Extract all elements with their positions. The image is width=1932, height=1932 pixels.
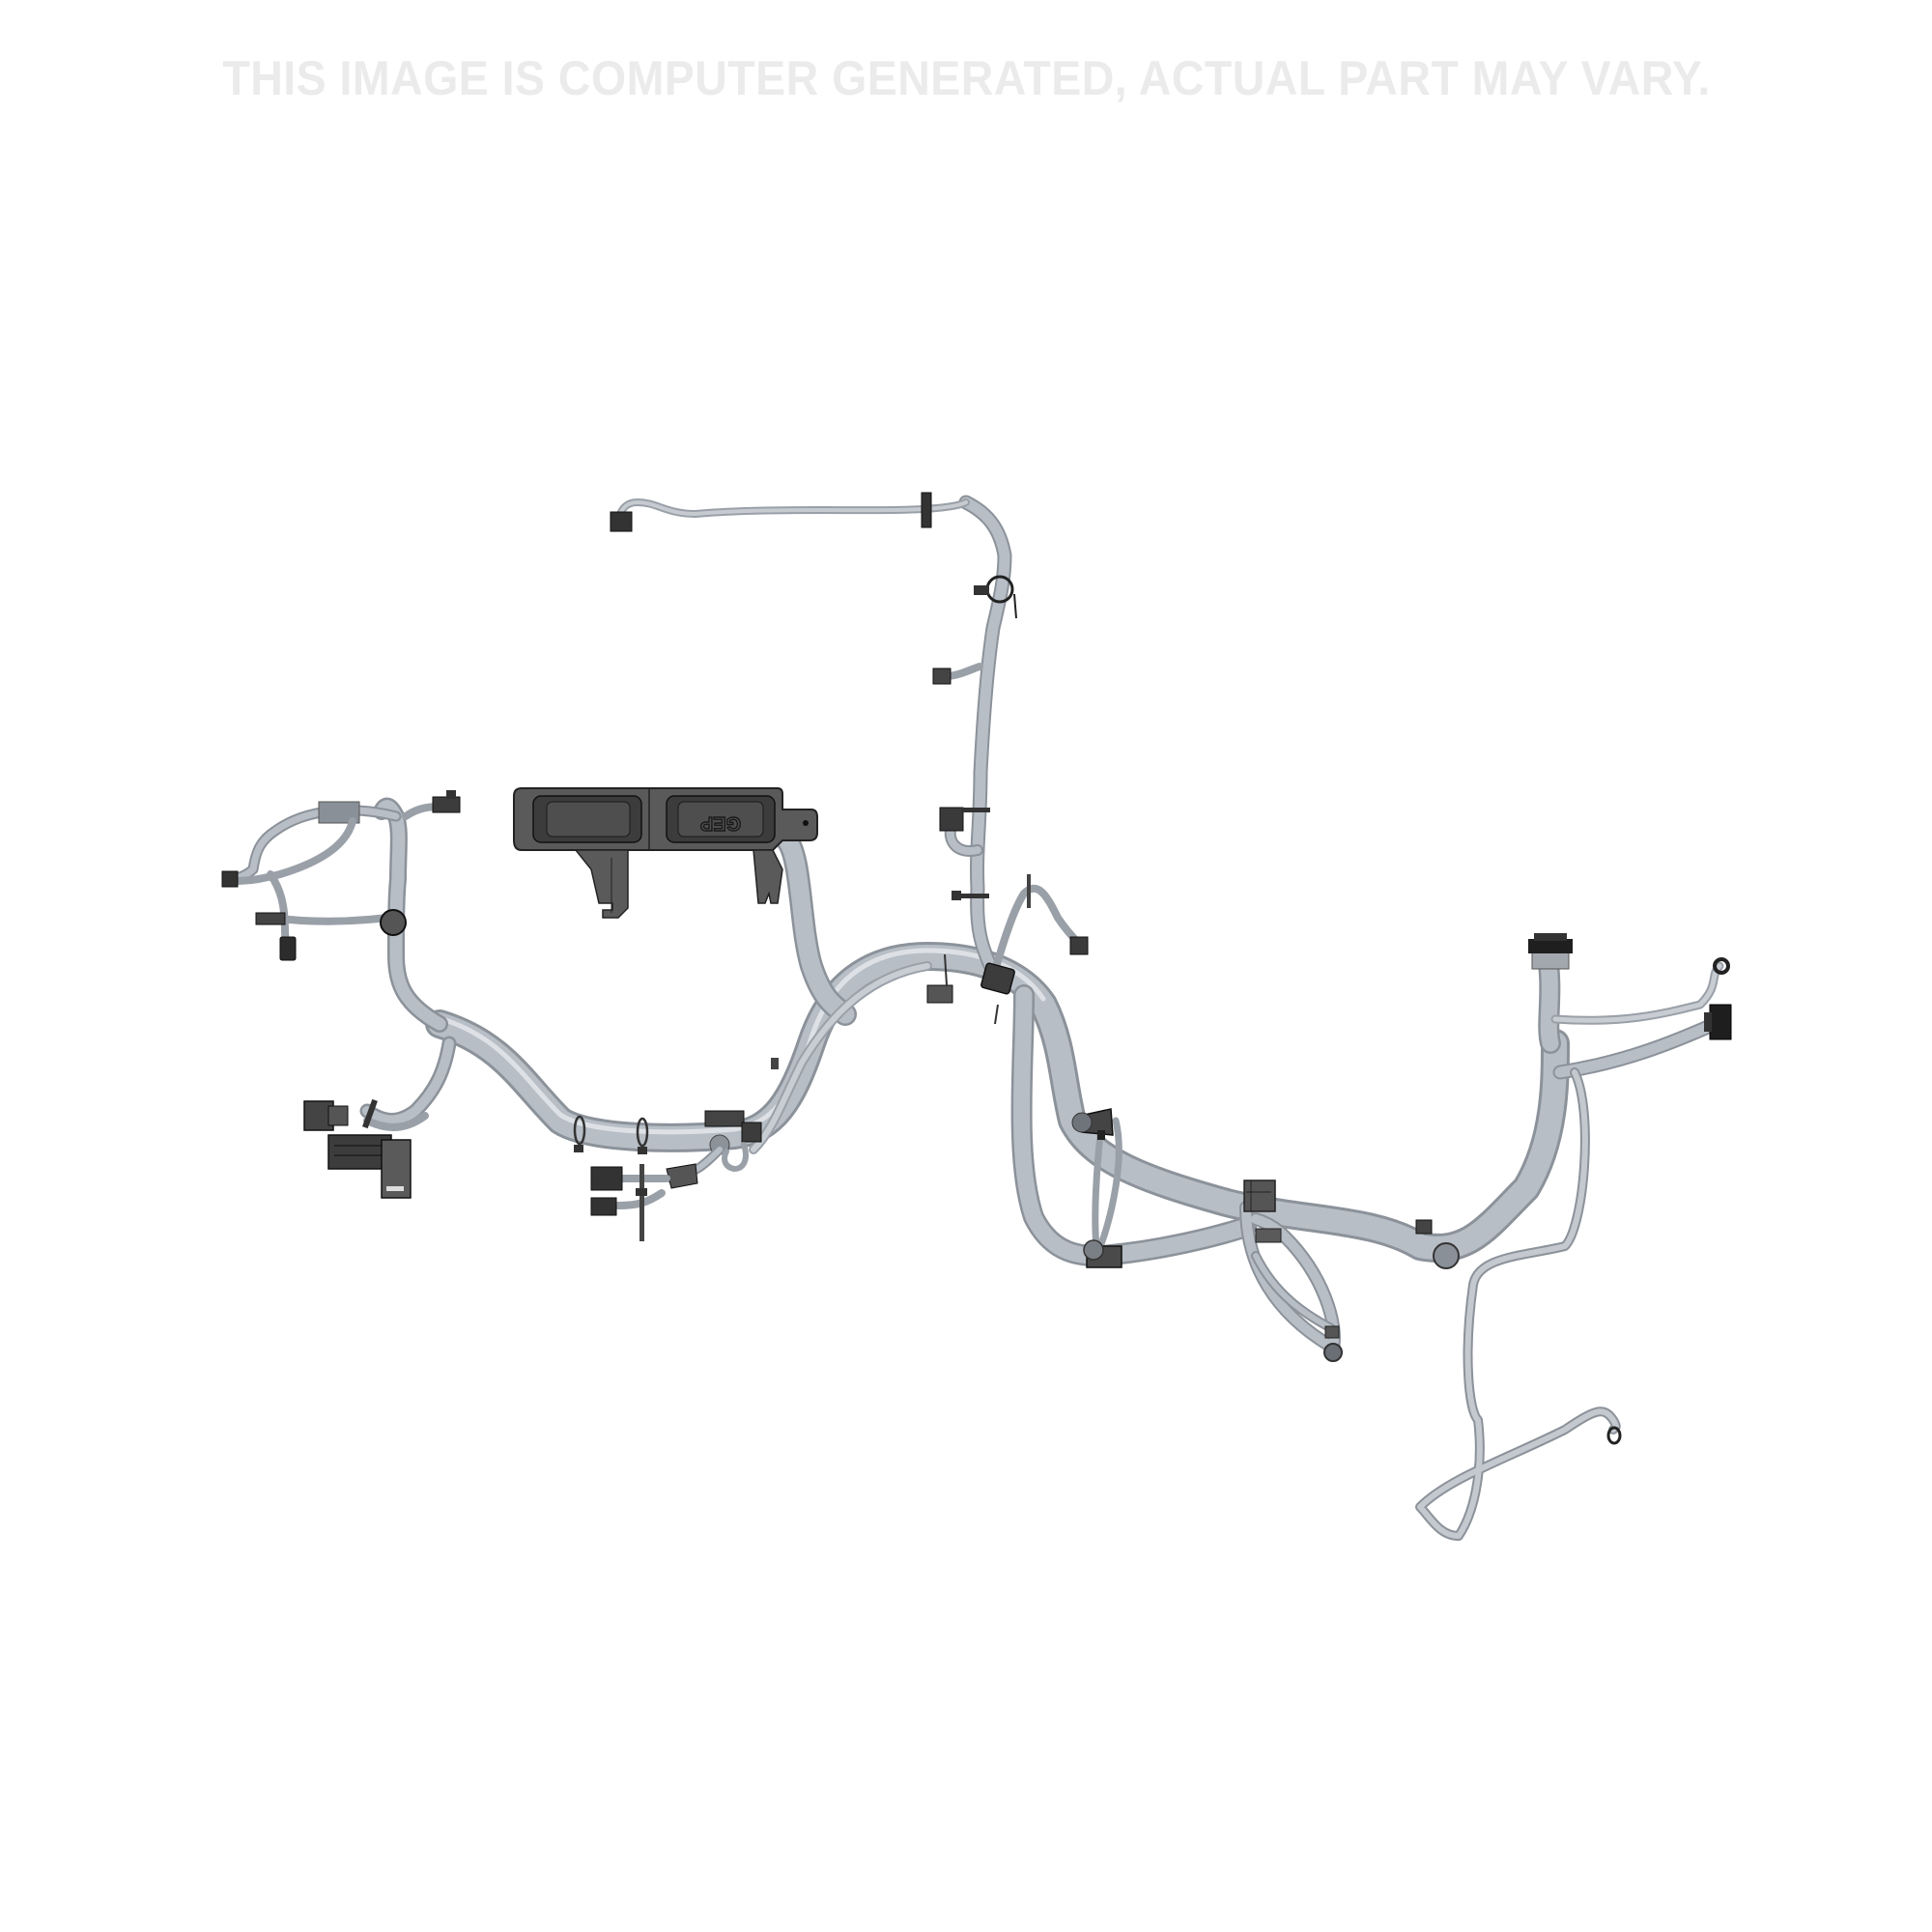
sensor-connector-top-icon <box>610 511 633 532</box>
sensor-connector-right-icon <box>1069 936 1089 955</box>
connector-lower-b-icon <box>590 1197 617 1216</box>
side-connector-icon <box>939 807 964 832</box>
gep-logo: GEP <box>700 812 741 834</box>
ribbed-connector <box>1071 1108 1114 1140</box>
elbow-fitting-icon <box>1433 1242 1460 1269</box>
lower-loop <box>1010 984 1257 1266</box>
center-junction <box>926 953 1015 1025</box>
connector-far-left-icon <box>221 870 239 888</box>
ring-terminal-icon <box>1713 957 1730 975</box>
trunk-clamps <box>573 1115 649 1154</box>
connector-lower-a-icon <box>590 1166 623 1191</box>
ecu-bracket[interactable]: GEP <box>513 787 818 919</box>
lower-loop-connector <box>1083 1239 1122 1268</box>
mid-connector-group <box>590 1110 762 1241</box>
small-tab-icon <box>771 1058 779 1069</box>
connector-mid-left-icon <box>279 936 297 961</box>
left-branch <box>221 790 461 1033</box>
fuse-block-connector <box>303 1036 457 1199</box>
right-branch <box>1528 933 1732 1080</box>
connector-top-left-icon <box>432 796 461 813</box>
tie-clip-icon <box>956 894 989 898</box>
ground-ring-terminal-icon <box>1606 1426 1622 1445</box>
ground-lead <box>1415 1067 1622 1541</box>
junction-connector-icon <box>980 962 1015 995</box>
pushpin-clip-icon <box>921 492 932 528</box>
block-connector-right-icon <box>1709 1004 1732 1040</box>
connector-upper-icon <box>932 668 952 685</box>
grommet-left-icon <box>380 909 407 936</box>
clip-block <box>1243 1179 1282 1243</box>
bracket-drop-tube <box>776 829 857 1026</box>
upper-branch <box>610 492 1089 983</box>
watermark-disclaimer: THIS IMAGE IS COMPUTER GENERATED, ACTUAL… <box>222 51 1711 105</box>
small-clip-icon <box>1415 1219 1433 1235</box>
